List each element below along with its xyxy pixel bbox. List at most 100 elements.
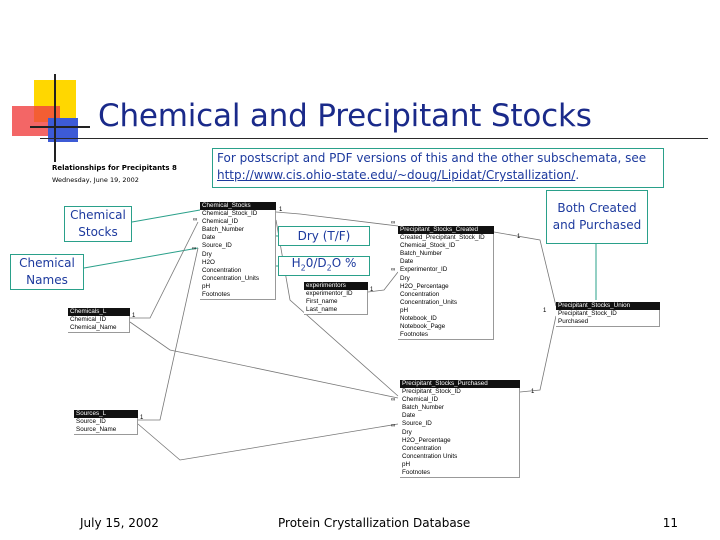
card-many: ∞: [192, 246, 196, 252]
card-many: ∞: [391, 220, 395, 226]
h2o-callout: H20/D2O %: [278, 256, 370, 276]
table-field[interactable]: Concentration_Units: [400, 298, 458, 306]
crystallization-link[interactable]: http://www.cis.ohio-state.edu/~doug/Lipi…: [217, 168, 576, 182]
table-field[interactable]: pH: [202, 282, 211, 290]
h2o-callout-text: H20/D2O %: [291, 256, 357, 273]
card-many: ∞: [193, 217, 197, 223]
table-field[interactable]: Experimentor_ID: [400, 266, 448, 274]
table-field[interactable]: Concentration_Units: [202, 274, 260, 282]
table-field[interactable]: Dry: [402, 428, 412, 436]
table-field[interactable]: pH: [400, 306, 409, 314]
table-field[interactable]: Source_ID: [76, 418, 106, 426]
page-number: 11: [662, 516, 678, 530]
table-header: Sources_L: [74, 410, 138, 419]
table-header: Precipitant_Stocks_Union: [556, 302, 660, 311]
card-many: ∞: [391, 267, 395, 273]
card-one: 1: [279, 207, 283, 213]
table-field[interactable]: Purchased: [558, 318, 589, 326]
table-field[interactable]: Batch_Number: [202, 226, 244, 234]
relationships-date: Wednesday, June 19, 2002: [52, 176, 139, 184]
table-header: experimentors: [304, 282, 368, 291]
footer-title: Protein Crystallization Database: [278, 516, 471, 530]
table-field[interactable]: experimentor_ID: [306, 290, 353, 298]
table-field[interactable]: Chemical_Stock_ID: [202, 210, 258, 218]
table-header: Precipitant_Stocks_Created: [398, 226, 494, 235]
table-field[interactable]: Chemical_ID: [202, 218, 239, 226]
table-field[interactable]: Precipitant_Stock_ID: [402, 388, 461, 396]
title-rule: [40, 138, 708, 139]
table-field[interactable]: Chemical_Name: [70, 324, 117, 332]
table-header: Chemical_Stocks: [200, 202, 276, 211]
table-header: Chemicals_L: [68, 308, 130, 317]
card-one: 1: [370, 287, 374, 293]
table-field[interactable]: Source_Name: [76, 426, 117, 434]
chemical-names-callout-text: Chemical Names: [19, 256, 75, 287]
card-one: 1: [132, 313, 136, 319]
chemical-stocks-callout-text: Chemical Stocks: [70, 208, 126, 239]
card-many: ∞: [391, 423, 395, 429]
table-field[interactable]: Dry: [400, 274, 410, 282]
table-field[interactable]: Footnotes: [400, 331, 429, 339]
pdf-versions-text: For postscript and PDF versions of this …: [217, 151, 647, 165]
card-one: 1: [531, 389, 535, 395]
table-field[interactable]: Concentration: [402, 444, 442, 452]
both-created-purchased-callout: Both Created and Purchased: [546, 190, 648, 244]
card-many: ∞: [391, 397, 395, 403]
dry-callout: Dry (T/F): [278, 226, 370, 246]
table-field[interactable]: Source_ID: [202, 242, 232, 250]
table-field[interactable]: Notebook_Page: [400, 323, 446, 331]
chemical-names-callout: Chemical Names: [10, 254, 84, 290]
table-field[interactable]: Date: [202, 234, 216, 242]
table-field[interactable]: Footnotes: [402, 469, 431, 477]
table-field[interactable]: Dry: [202, 250, 212, 258]
table-field[interactable]: pH: [402, 460, 411, 468]
table-field[interactable]: Footnotes: [202, 291, 231, 299]
table-field[interactable]: Precipitant_Stock_ID: [558, 310, 617, 318]
relationships-title: Relationships for Precipitants 8: [52, 164, 177, 172]
table-field[interactable]: Chemical_ID: [402, 396, 439, 404]
decor-horizontal-line: [30, 126, 90, 128]
table-header: Precipitant_Stocks_Purchased: [400, 380, 520, 389]
table-field[interactable]: Chemical_Stock_ID: [400, 242, 456, 250]
card-one: 1: [140, 415, 144, 421]
table-field[interactable]: Last_name: [306, 306, 338, 314]
table-field[interactable]: Notebook_ID: [400, 315, 437, 323]
table-field[interactable]: Created_Precipitant_Stock_ID: [400, 234, 485, 242]
table-field[interactable]: Date: [400, 258, 414, 266]
table-field[interactable]: First_name: [306, 298, 338, 306]
table-field[interactable]: Source_ID: [402, 420, 432, 428]
slide-title: Chemical and Precipitant Stocks: [98, 98, 592, 134]
table-field[interactable]: Concentration Units: [402, 452, 458, 460]
card-one: 1: [517, 234, 521, 240]
pdf-versions-callout: For postscript and PDF versions of this …: [212, 148, 664, 188]
card-one: 1: [543, 308, 547, 314]
table-field[interactable]: Concentration: [202, 266, 242, 274]
table-field[interactable]: H2O_Percentage: [402, 436, 451, 444]
table-field[interactable]: H2O_Percentage: [400, 282, 449, 290]
table-field[interactable]: H2O: [202, 258, 215, 266]
table-field[interactable]: Chemical_ID: [70, 316, 107, 324]
pdf-versions-suffix: .: [575, 168, 580, 182]
decor-vertical-line: [54, 74, 56, 162]
footer-date: July 15, 2002: [80, 516, 159, 530]
table-field[interactable]: Date: [402, 412, 416, 420]
table-field[interactable]: Batch_Number: [402, 404, 444, 412]
table-field[interactable]: Batch_Number: [400, 250, 442, 258]
table-field[interactable]: Concentration: [400, 290, 440, 298]
both-callout-text: Both Created and Purchased: [552, 201, 642, 232]
dry-callout-text: Dry (T/F): [297, 228, 351, 243]
chemical-stocks-callout: Chemical Stocks: [64, 206, 132, 242]
